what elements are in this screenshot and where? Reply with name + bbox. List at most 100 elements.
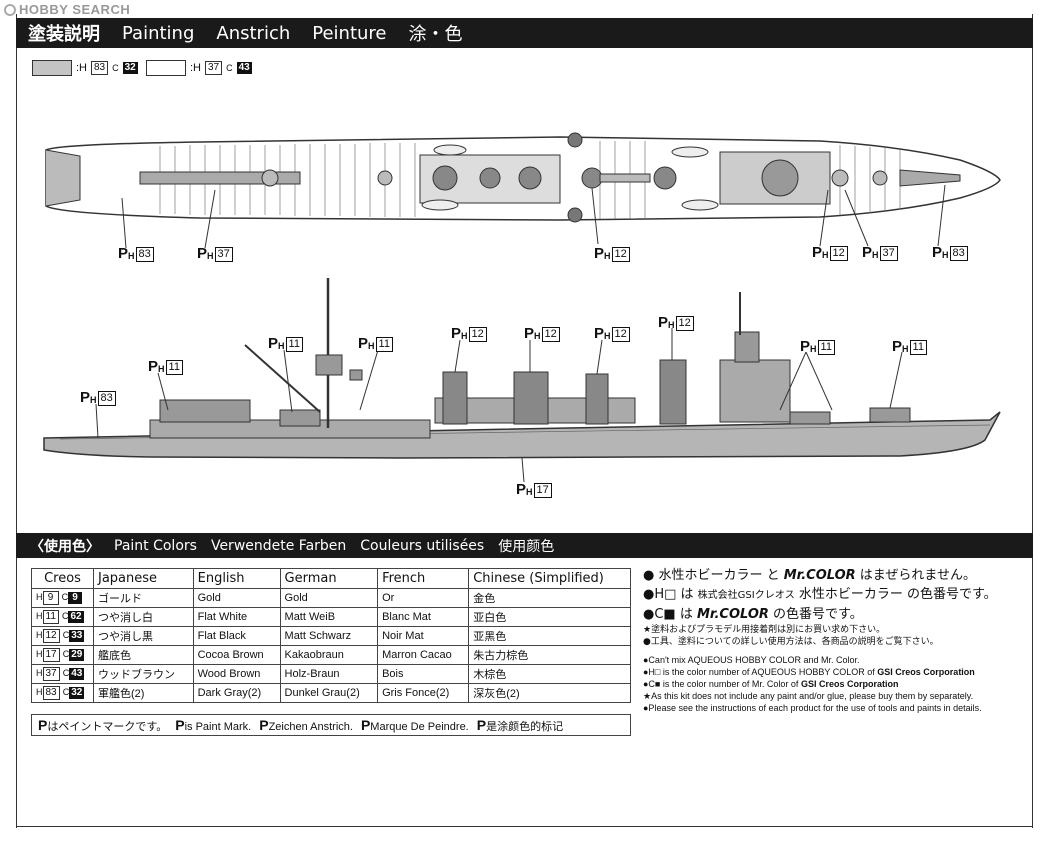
paint-mark-p-icon: P	[360, 717, 371, 733]
paint-mark-number: 12	[611, 247, 630, 262]
paint-mark-p-icon: P	[800, 338, 811, 355]
paint-mark-p-icon: P	[812, 244, 823, 261]
legend-c-prefix: C	[226, 63, 233, 73]
german-cell: Dunkel Grau(2)	[279, 683, 379, 703]
paint-colors-en: Paint Colors	[114, 537, 197, 554]
note-en-3: ●C■ is the color number of Mr. Color of …	[643, 679, 899, 689]
header-de: Anstrich	[216, 22, 291, 44]
paint-mark-p-icon: P	[594, 245, 605, 262]
table-header-row: Creos Japanese English German French Chi…	[31, 568, 631, 589]
header-fr: Peinture	[312, 22, 387, 44]
paint-mark-p-icon: P	[175, 717, 185, 733]
ship-top-view	[45, 132, 1001, 249]
paint-mark-p-icon: P	[516, 481, 527, 498]
french-cell: Marron Cacao	[377, 645, 470, 665]
paint-mark-p-icon: P	[148, 358, 159, 375]
japanese-cell: ゴールド	[93, 588, 194, 608]
chinese-cell: 亚黑色	[468, 626, 631, 646]
paint-mark-p-icon: P	[451, 325, 462, 342]
c-number: 43	[69, 668, 85, 680]
paint-mark-zh: 是涂颜色的标记	[486, 720, 564, 733]
english-cell: Gold	[192, 588, 281, 608]
note-en-1: ●Can't mix AQUEOUS HOBBY COLOR and Mr. C…	[643, 655, 860, 665]
watermark: HOBBY SEARCH	[4, 2, 130, 17]
note-en-2: ●H□ is the color number of AQUEOUS HOBBY…	[643, 667, 975, 677]
paint-mark-number: 12	[541, 327, 560, 342]
h-number: 37	[42, 667, 60, 681]
paint-mark-number: 37	[879, 246, 898, 261]
french-cell: Noir Mat	[377, 626, 470, 646]
watermark-text: HOBBY SEARCH	[19, 2, 131, 17]
col-chinese: Chinese (Simplified)	[468, 568, 631, 589]
paint-mark-number: 83	[949, 246, 968, 261]
legend-h-prefix: :H	[190, 62, 201, 74]
note-ja-4: ★塗料およびプラモデル用接着剤は別にお買い求め下さい。	[643, 625, 886, 635]
french-cell: Blanc Mat	[377, 607, 470, 627]
white-swatch	[146, 60, 186, 76]
header-en: Painting	[122, 22, 195, 44]
legend-h-number: 37	[205, 61, 223, 75]
gray-swatch	[32, 60, 72, 76]
paint-mark-p-icon: P	[118, 245, 129, 262]
col-creos: Creos	[31, 568, 94, 589]
paint-mark-number: 12	[829, 246, 848, 261]
painting-header-bar: 塗装説明 Painting Anstrich Peinture 涂・色	[16, 18, 1033, 48]
french-cell: Bois	[377, 664, 470, 684]
japanese-cell: ウッドブラウン	[93, 664, 194, 684]
note-ja-1: ● 水性ホビーカラー と Mr.COLOR はまぜられません。	[643, 568, 977, 583]
paint-mark-number: 83	[97, 391, 116, 406]
header-zh: 涂・色	[408, 24, 463, 45]
sheet-bottom-border	[16, 826, 1033, 827]
english-cell: Flat Black	[192, 626, 281, 646]
paint-colors-de: Verwendete Farben	[210, 537, 347, 554]
paint-mark-p-icon: P	[80, 389, 91, 406]
paint-mark-number: 12	[675, 316, 694, 331]
paint-mark-p-icon: P	[658, 314, 669, 331]
note-en-4: ★As this kit does not include any paint …	[643, 691, 974, 701]
german-cell: Holz-Braun	[279, 664, 379, 684]
legend-h-number: 83	[91, 61, 109, 75]
paint-mark-number: 11	[817, 340, 835, 355]
paint-colors-table: Creos Japanese English German French Chi…	[31, 568, 631, 703]
german-cell: Matt WeiB	[279, 607, 379, 627]
note-ja-2: ●H□ は 株式会社GSIクレオス 水性ホビーカラー の色番号です。	[643, 587, 997, 602]
col-japanese: Japanese	[93, 568, 194, 589]
note-ja-5: ●工具、塗料についての詳しい使用方法は、各商品の説明をご覧下さい。	[643, 637, 939, 647]
note-ja-3: ●C■ は Mr.COLOR の色番号です。	[643, 607, 863, 622]
paint-mark-en: is Paint Mark.	[184, 721, 252, 733]
h-number: 11	[42, 610, 59, 624]
h-number: 9	[42, 591, 59, 605]
french-cell: Gris Fonce(2)	[377, 683, 470, 703]
paint-mark-number: 37	[214, 247, 233, 262]
chinese-cell: 金色	[468, 588, 631, 608]
chinese-cell: 朱古力棕色	[468, 645, 631, 665]
hobby-search-logo-icon	[4, 4, 16, 16]
col-german: German	[279, 568, 379, 589]
legend-h-prefix: :H	[76, 62, 87, 74]
japanese-cell: 艦底色	[93, 645, 194, 665]
paint-mark-p-icon: P	[892, 338, 903, 355]
legend-white: :H 37 C 43	[146, 60, 252, 76]
paint-mark-p-icon: P	[476, 716, 487, 733]
german-cell: Gold	[279, 588, 379, 608]
paint-mark-number: 11	[909, 340, 927, 355]
note-en-5: ●Please see the instructions of each pro…	[643, 703, 982, 713]
